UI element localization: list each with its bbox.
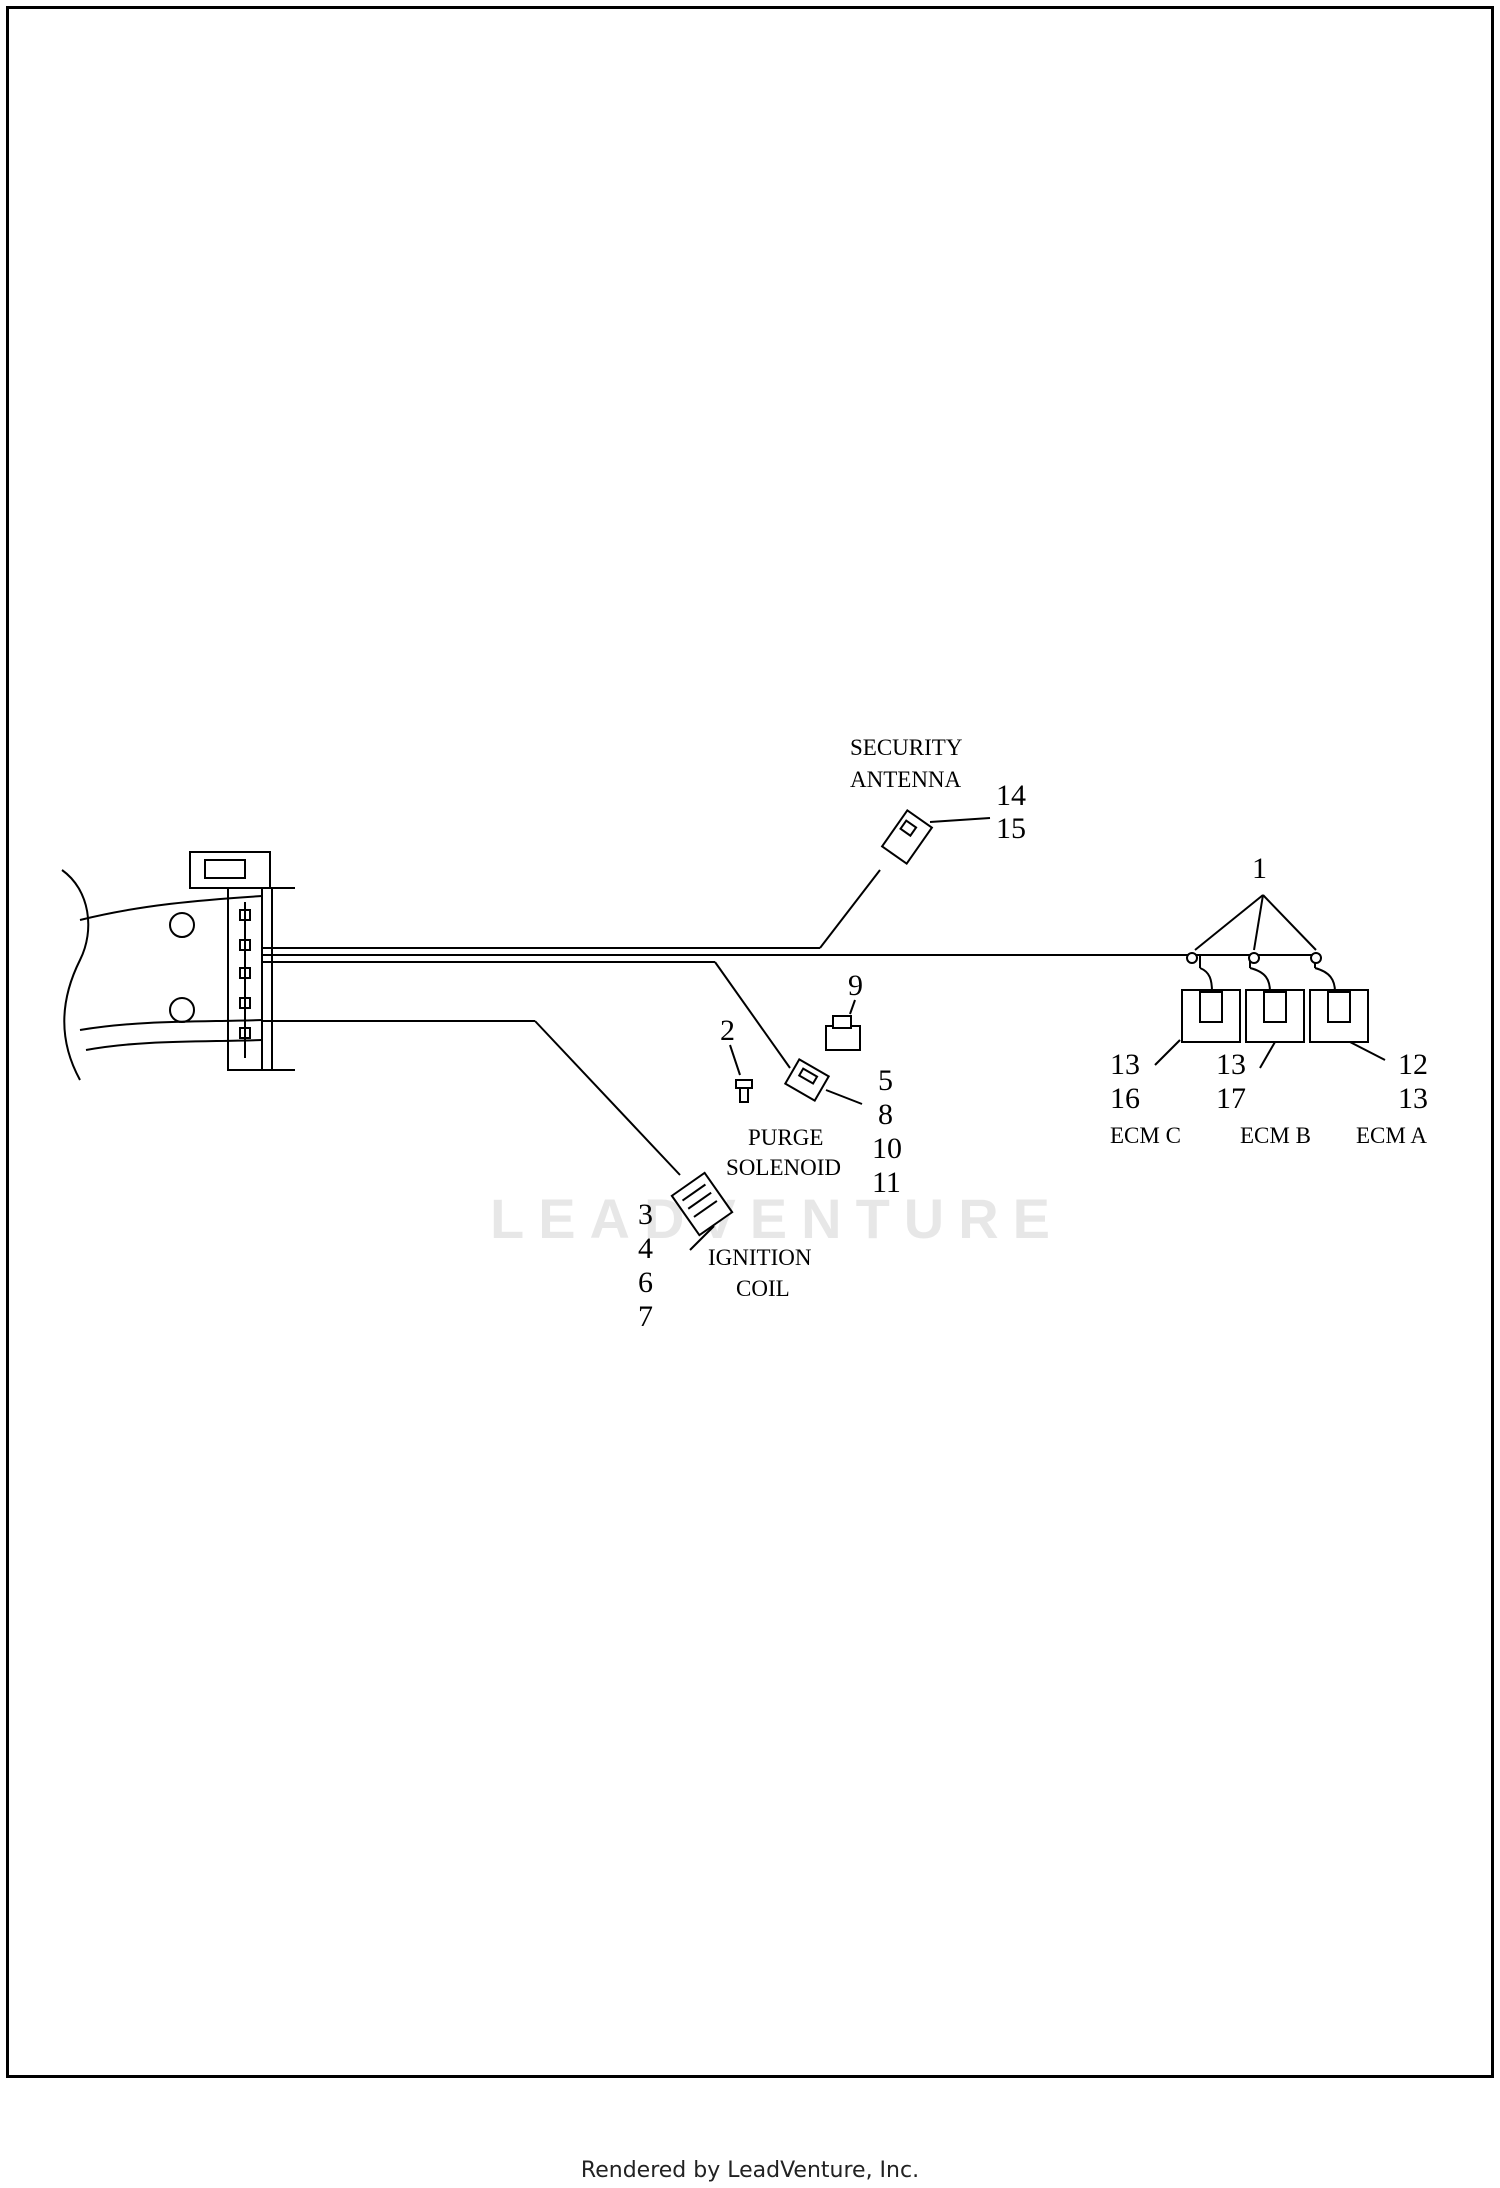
callout-ecm-b-17: 17: [1216, 1082, 1246, 1115]
callout-8: 8: [878, 1098, 893, 1131]
purge-solenoid-connector: [783, 1058, 863, 1105]
purge-solenoid-label-2: SOLENOID: [726, 1155, 841, 1180]
callout-7: 7: [638, 1300, 653, 1333]
ignition-coil-label-2: COIL: [736, 1276, 790, 1301]
ecm-a-label: ECM A: [1356, 1123, 1427, 1148]
callout-11: 11: [872, 1166, 901, 1199]
callout-1: 1: [1252, 852, 1267, 885]
callout-ecm-a-13: 13: [1398, 1082, 1428, 1115]
callout-3: 3: [638, 1198, 653, 1231]
ignition-coil-label-1: IGNITION: [708, 1245, 812, 1270]
callout-ecm-c-13: 13: [1110, 1048, 1140, 1081]
watermark: LEADVENTURE: [490, 1187, 1065, 1250]
ignition-coil-connector: [670, 1171, 734, 1251]
callout-5: 5: [878, 1064, 893, 1097]
callout-ecm-b-13: 13: [1216, 1048, 1246, 1081]
purge-solenoid-label-1: PURGE: [748, 1125, 823, 1150]
security-antenna-label-1: SECURITY: [850, 735, 963, 760]
callout-9: 9: [848, 969, 863, 1002]
footer-credit: Rendered by LeadVenture, Inc.: [580, 2158, 920, 2183]
harness-trunk: [262, 869, 1336, 1176]
callout-6: 6: [638, 1266, 653, 1299]
ecm-connectors: [1154, 894, 1386, 1069]
part-2-fastener: [729, 1044, 753, 1103]
ecm-c-label: ECM C: [1110, 1123, 1181, 1148]
callout-ecm-a-12: 12: [1398, 1048, 1428, 1081]
diagram-frame: [6, 6, 1494, 2078]
part-9-connector: [825, 999, 861, 1051]
callout-14: 14: [996, 779, 1026, 812]
callout-4: 4: [638, 1232, 653, 1265]
callout-15: 15: [996, 812, 1026, 845]
frame-bracket: [61, 851, 295, 1081]
callout-ecm-c-16: 16: [1110, 1082, 1140, 1115]
security-antenna-label-2: ANTENNA: [850, 767, 962, 792]
ecm-b-label: ECM B: [1240, 1123, 1311, 1148]
callout-2: 2: [720, 1014, 735, 1047]
security-antenna-connector: [880, 808, 991, 866]
callout-10: 10: [872, 1132, 902, 1165]
